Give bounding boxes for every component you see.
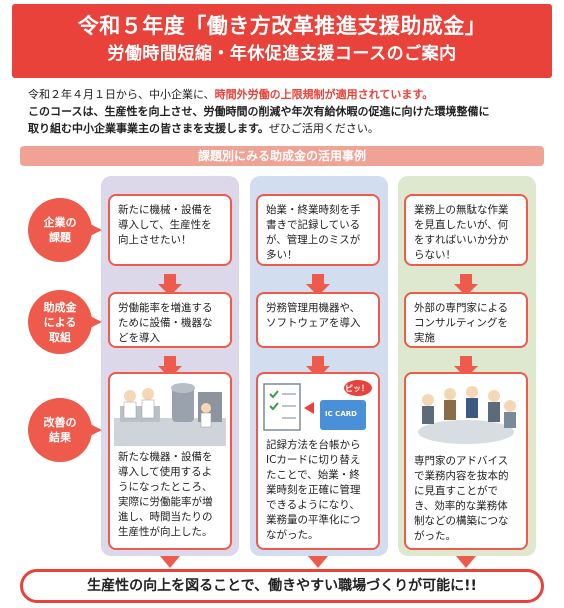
conclusion-banner: 生産性の向上を図ることで、働きやすい職場づくりが可能に!!: [20, 569, 544, 603]
intro-highlight: 時間外労働の上限規制が適用されています。: [214, 88, 434, 101]
beep-bubble-text: ピッ！: [345, 384, 369, 393]
label-result: 改善の 結果: [28, 398, 102, 462]
section-title: 課題別にみる助成金の活用事例: [20, 146, 544, 166]
intro-line-3: 取り組む中小企業事業主の皆さまを支援します。ぜひご活用ください。: [28, 122, 379, 135]
footer-arrow-3: [456, 556, 476, 568]
intro-line-2: このコースは、生産性を向上させ、労働時間の削減や年次有給休暇の促進に向けた環境整…: [28, 105, 490, 118]
ic-card-label: IC CARD: [325, 410, 357, 418]
page-subtitle: 労働時間短縮・年休促進支援コースのご案内: [107, 44, 457, 64]
ic-card-illustration: [263, 380, 372, 431]
label-measure: 助成金 による 取組: [28, 290, 102, 354]
page-title: 令和５年度「働き方改革推進支援助成金」: [77, 14, 487, 38]
label-issue: 企業の 課題: [28, 198, 102, 262]
col3-issue-box: 業務上の無駄な作業を見直したいが、何をすればいいか分からない！: [404, 194, 528, 266]
footer-arrow-1: [160, 556, 180, 568]
intro-line-1: 令和２年４月１日から、中小企業に、時間外労働の上限規制が適用されています。: [28, 88, 434, 101]
col2-issue-box: 始業・終業時刻を手書きで記録しているが、管理上のミスが多い！: [256, 194, 380, 266]
col1-issue-box: 新たに機械・設備を導入して、生産性を向上させたい！: [108, 194, 232, 266]
footer-arrow-2: [308, 556, 328, 568]
col3-measure-box: 外部の専門家によるコンサルティングを実施: [404, 292, 528, 348]
header-banner: 令和５年度「働き方改革推進支援助成金」 労働時間短縮・年休促進支援コースのご案内: [12, 4, 552, 78]
col2-measure-box: 労務管理用機器や、ソフトウェアを導入: [256, 292, 380, 348]
col1-measure-box: 労働能率を増進するために設備・機器などを導入: [108, 292, 232, 348]
intro-text: 令和２年４月１日から、中小企業に、時間外労働の上限規制が適用されています。 この…: [28, 86, 553, 137]
factory-machines-illustration: [114, 383, 226, 446]
meeting-illustration: [418, 386, 516, 444]
